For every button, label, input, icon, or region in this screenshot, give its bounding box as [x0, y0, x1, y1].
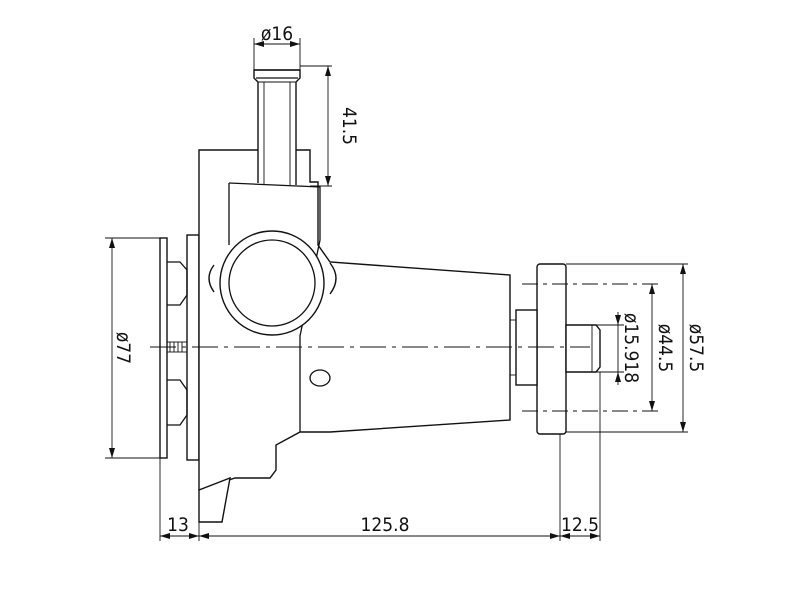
dim-top-diameter: ø16 [261, 23, 293, 45]
drain-hole [309, 369, 331, 387]
housing-foot [198, 476, 231, 523]
dim-left-diameter: ø77 [112, 332, 134, 364]
dim-top-height: 41.5 [338, 107, 360, 145]
hose-tail [253, 69, 301, 185]
right-ear [329, 262, 337, 295]
left-seal-lower [167, 379, 188, 426]
right-hub [515, 309, 538, 386]
drive-shaft [565, 324, 601, 373]
housing-boss [228, 182, 321, 432]
pump-body [159, 69, 601, 523]
dim-shaft-diameter: ø15.918 [620, 313, 642, 383]
right-flange [536, 263, 567, 435]
dim-bottom-right: 12.5 [561, 514, 599, 536]
left-gasket-plate [186, 234, 200, 461]
outlet-port-outer [219, 230, 325, 336]
dim-bottom-left: 13 [167, 514, 189, 536]
dim-bottom-middle: 125.8 [361, 514, 410, 536]
left-ear [208, 264, 215, 293]
left-seal-upper [167, 261, 188, 306]
dim-right-outer-diameter: ø57.5 [685, 324, 707, 373]
dimension-lines [105, 38, 688, 541]
left-flange-plate [159, 237, 168, 459]
dim-right-bolt-diameter: ø44.5 [654, 324, 676, 373]
outlet-port-inner [228, 239, 316, 327]
dimension-labels: ø16 41.5 ø77 ø57.5 ø44.5 ø15.918 13 125.… [112, 23, 707, 536]
